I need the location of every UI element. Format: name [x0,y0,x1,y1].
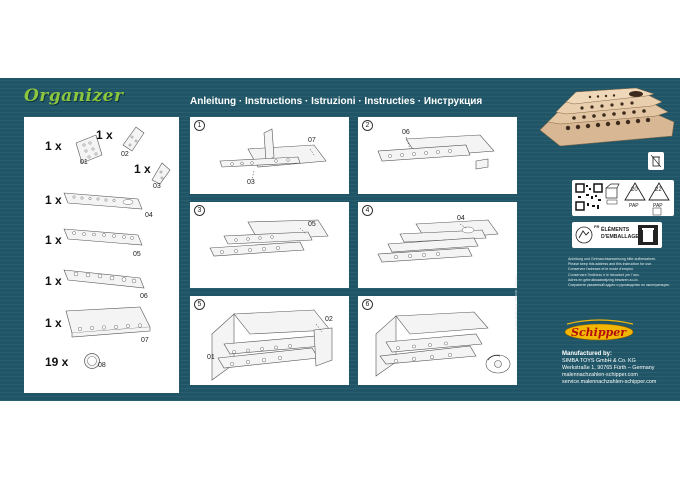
box-pictogram-icon [605,183,620,205]
organizer-product-photo [539,87,675,147]
recycle-code-1: 20 [631,187,638,193]
step-5-drawing [211,309,333,381]
recycling-box: 20 PAP 22 PAP [572,180,674,216]
step-4-number: 4 [362,205,373,216]
manufacturer-site: malennachzahlen-schipper.com [562,372,638,378]
card-pictogram-icon [652,207,662,216]
part-06-number: 06 [140,293,148,300]
part-07-number: 07 [141,337,149,344]
part-04-drawing [63,192,143,210]
part-07-quantity: 1 x [45,316,62,330]
material-label-1: PAP [629,203,639,209]
vertical-print-code: © 2023 Simba Toys · 6050000 · Schipper [514,275,518,330]
schipper-logo: Schipper [561,318,641,342]
fr-tag: FR [594,224,600,229]
part-03-drawing [151,162,171,185]
step-6-drawing [375,311,511,377]
step-4-panel: 4 04 [358,202,517,288]
recycle-code-2: 22 [655,187,662,193]
triman-text: ÉLÉMENTS D'EMBALLAGE [601,227,639,240]
part-04-number: 04 [145,212,153,219]
crossed-bin-icon [650,154,662,168]
step-3-number: 3 [194,205,205,216]
part-01-number: 01 [80,159,88,166]
manufacturer-service-site: service.malennachzahlen-schipper.com [562,379,657,385]
warning-line: Сохраните указанный адрес и руководство … [568,283,670,288]
step-1-label-03: 03 [247,179,255,186]
part-06-quantity: 1 x [45,274,62,288]
warning-line: Anleitung und Gebrauchsanweisung bitte a… [568,257,657,261]
part-08-number: 08 [98,362,106,369]
step-1-label-07: 07 [308,137,316,144]
waste-bin-box [648,152,664,170]
step-3-label-05: 05 [308,221,316,228]
recycle-bin-icon [638,225,658,245]
step-3-panel: 3 05 [190,202,349,288]
schipper-logo-mark [564,319,634,341]
recycle-triangle-icon [624,182,646,201]
part-07-drawing [65,306,151,338]
part-01-drawing [75,134,103,164]
part-03-quantity: 1 x [134,162,151,176]
part-06-drawing [63,269,145,289]
step-1-drawing [219,128,327,180]
step-5-label-02: 02 [325,316,333,323]
part-05-quantity: 1 x [45,233,62,247]
step-6-panel: 6 [358,296,517,385]
step-1-panel: 1 07 03 [190,117,349,194]
part-02-number: 02 [121,151,129,158]
step-4-label-04: 04 [457,215,465,222]
ring-part-drawing [84,353,100,369]
manufacturer-info: Manufactured by: SIMBA TOYS GmbH & Co. K… [562,351,680,386]
part-01-quantity: 1 x [45,139,62,153]
triman-box: FR ÉLÉMENTS D'EMBALLAGE [572,222,662,248]
step-5-panel: 5 02 01 [190,296,349,385]
warning-line: Conservez l'adresse et le mode d'emploi. [568,267,634,272]
part-08-quantity: 19 x [45,355,69,369]
part-05-number: 05 [133,251,141,258]
part-02-quantity: 1 x [96,128,113,142]
part-03-number: 03 [153,183,161,190]
step-2-number: 2 [362,120,373,131]
organizer-logo: Organizer [24,86,124,106]
step-2-label-06: 06 [402,129,410,136]
step-5-label-01: 01 [207,354,215,361]
step-2-panel: 2 06 [358,117,517,194]
step-5-number: 5 [194,299,205,310]
step-3-drawing [209,219,329,257]
qr-code-icon [575,183,603,211]
part-02-drawing [122,126,145,152]
manufacturer-name: SIMBA TOYS GmbH & Co. KG [562,358,636,364]
part-05-drawing [63,228,143,246]
brand-name: Schipper [571,326,626,339]
part-04-quantity: 1 x [45,193,62,207]
warnings-list: Anleitung und Gebrauchsanweisung bitte a… [568,257,678,288]
step-1-number: 1 [194,120,205,131]
step-2-drawing [377,134,495,170]
manufacturer-label: Manufactured by: [562,351,613,357]
step-4-drawing [377,219,499,263]
parts-list-panel: 1 x 01 1 x 02 1 x 03 1 x 04 1 x 05 [24,117,179,393]
step-6-number: 6 [362,299,373,310]
recycle-triangle-icon [648,182,670,201]
instructions-heading: Anleitung · Instructions · Istruzioni · … [190,96,483,107]
material-label-2: PAP [653,203,663,209]
triman-icon [575,226,593,244]
warning-line: Please keep this address and this instru… [568,262,653,267]
manufacturer-address: Werkstraße 1, 90765 Fürth – Germany [562,365,655,371]
warning-line: Conservare l'indirizzo e le istruzioni p… [568,272,640,277]
warning-line: Adres en gebruiksaanwijzing bewaren a.u.… [568,277,639,282]
